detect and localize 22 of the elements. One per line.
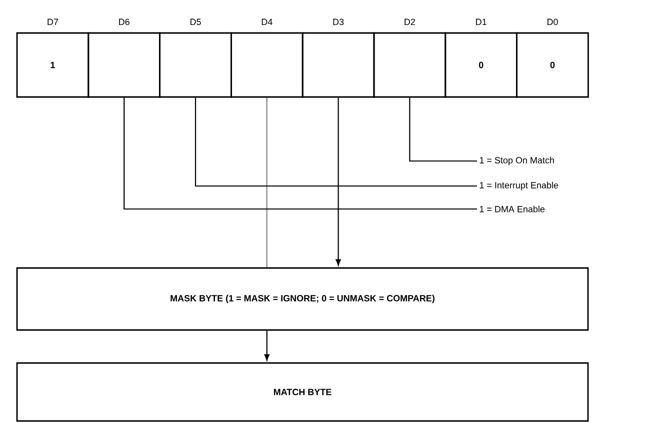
bit-label: D6 [119,18,130,26]
register-cell: 0 [516,32,589,98]
match-byte-box: MATCH BYTE [16,362,589,422]
leader-line [409,98,477,162]
bit-description: 1 = Interrupt Enable [480,182,558,190]
connector-line [266,97,268,268]
bit-label: D1 [476,18,486,25]
bit-description: 1 = Stop On Match [480,156,554,166]
bit-label: D5 [190,18,201,26]
bit-label: D2 [404,18,415,25]
leader-line [194,98,477,187]
bit-description: 1 = DMA Enable [480,206,545,212]
register-cell: 1 [16,32,90,98]
arrow [264,330,270,361]
bit-label: D0 [547,18,558,26]
arrow [336,98,341,266]
bit-label: D4 [262,18,272,25]
register-cell: 0 [444,32,518,98]
bit-label: D7 [48,18,58,25]
mask-byte-box: MASK BYTE (1 = MASK = IGNORE; 0 = UNMASK = COMPARE) [16,267,589,331]
leader-line [124,98,477,210]
bit-label: D3 [333,18,344,26]
